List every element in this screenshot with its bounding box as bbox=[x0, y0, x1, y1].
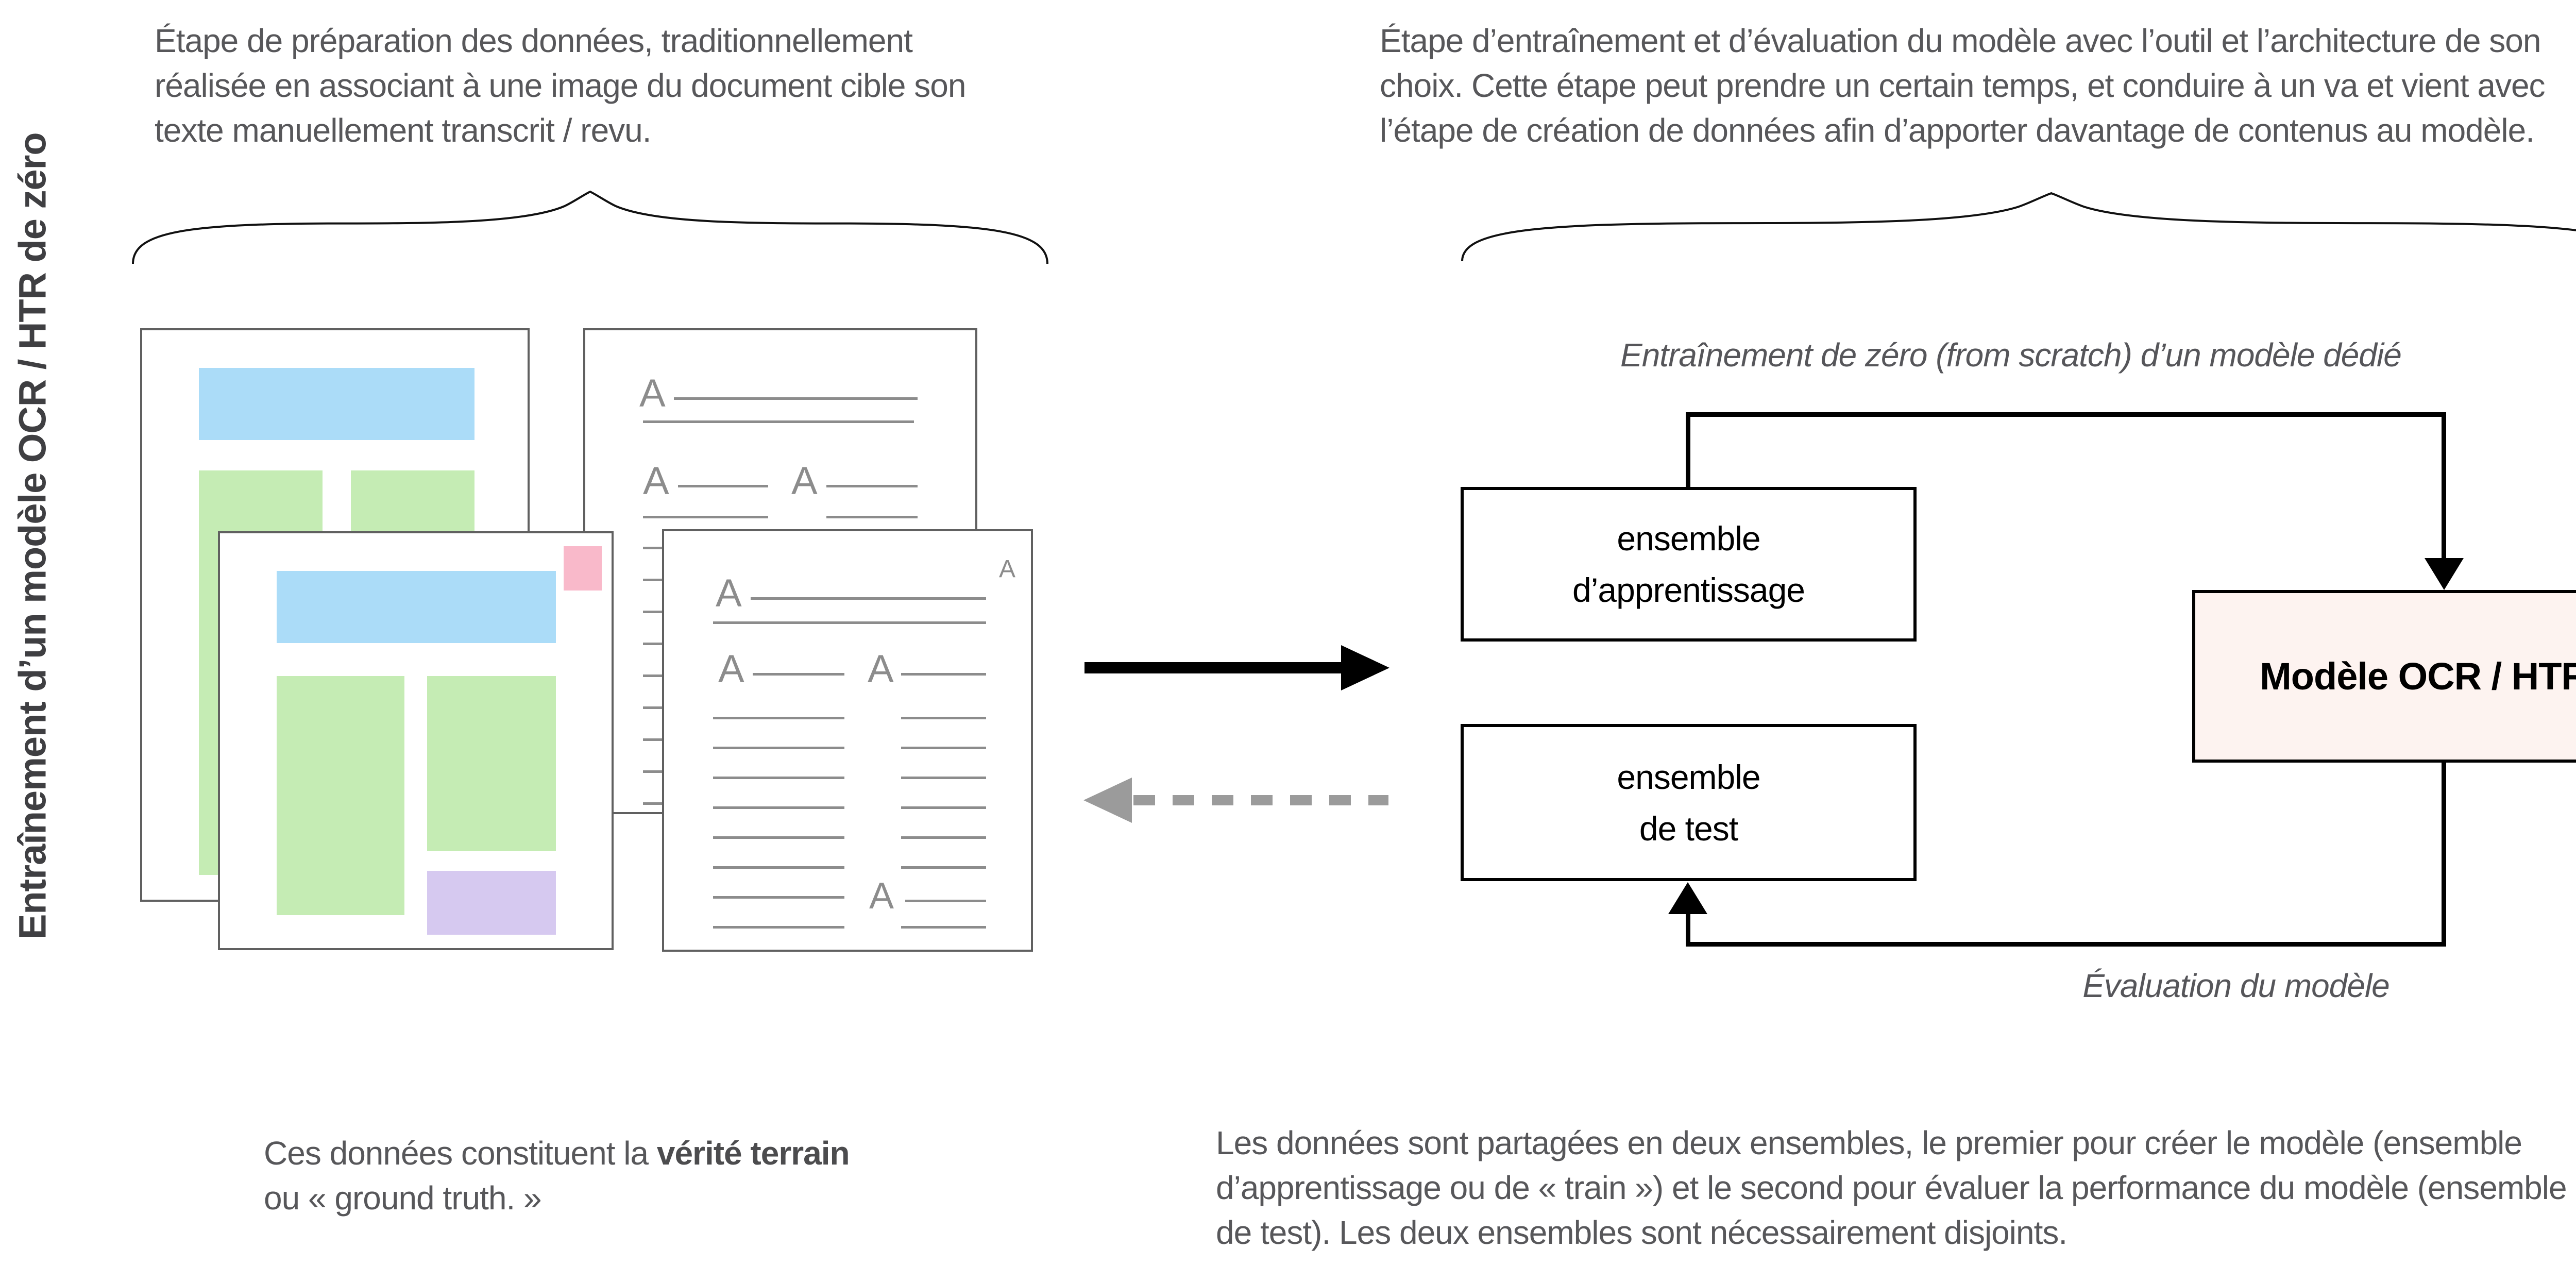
arrow-data-to-sets-head bbox=[1341, 645, 1389, 690]
connector-train-arrowhead bbox=[2425, 558, 2464, 590]
annotation-data-prep-line1: Étape de préparation des données, tradit… bbox=[155, 22, 913, 59]
text-line bbox=[901, 836, 986, 839]
caption-ground-truth: Ces données constituent la vérité terrai… bbox=[264, 1131, 850, 1221]
caption-ground-truth-line2: ou « ground truth. » bbox=[264, 1179, 542, 1217]
text-line bbox=[901, 866, 986, 869]
mock-image-column-block bbox=[277, 676, 404, 915]
test-set-line1: ensemble bbox=[1617, 757, 1760, 796]
text-line bbox=[901, 747, 986, 749]
caption-split-line1: Les données sont partagées en deux ensem… bbox=[1216, 1124, 2522, 1161]
text-line bbox=[826, 485, 918, 487]
mock-letter: A bbox=[869, 875, 894, 917]
annotation-training-line3: l’étape de création de données afin d’ap… bbox=[1380, 112, 2535, 149]
annotation-data-prep-line3: texte manuellement transcrit / revu. bbox=[155, 112, 652, 149]
training-set-box: ensemble d’apprentissage bbox=[1461, 487, 1917, 642]
mock-letter: A bbox=[999, 555, 1016, 583]
mock-image-footer-block bbox=[427, 871, 556, 935]
mock-image-column-block bbox=[427, 676, 556, 851]
mock-letter: A bbox=[791, 459, 818, 503]
text-line bbox=[901, 806, 986, 809]
caption-ground-truth-line1: Ces données constituent la vérité terrai… bbox=[264, 1131, 850, 1176]
mock-letter: A bbox=[643, 459, 669, 503]
train-loop-label: Entraînement de zéro (from scratch) d’un… bbox=[1620, 336, 2402, 374]
text-line bbox=[826, 516, 918, 518]
caption-split-line3: de test). Les deux ensembles sont nécess… bbox=[1216, 1214, 2067, 1251]
text-line bbox=[713, 717, 844, 719]
mock-letter: A bbox=[639, 372, 666, 415]
arrow-feedback-head bbox=[1083, 778, 1132, 823]
arrow-data-to-sets-shaft bbox=[1084, 662, 1342, 673]
mock-image-header-block bbox=[199, 368, 474, 440]
doc-image-page-front bbox=[218, 531, 614, 950]
text-line bbox=[901, 673, 986, 676]
annotation-training-line2: choix. Cette étape peut prendre un certa… bbox=[1380, 67, 2546, 104]
text-line bbox=[713, 747, 844, 749]
text-line bbox=[751, 597, 986, 600]
text-line bbox=[905, 900, 986, 902]
text-line bbox=[713, 836, 844, 839]
training-set-line2: d’apprentissage bbox=[1572, 571, 1805, 609]
mock-image-stamp-block bbox=[564, 546, 602, 591]
text-line bbox=[713, 777, 844, 779]
text-line bbox=[713, 621, 986, 624]
caption-ground-truth-text: Ces données constituent la bbox=[264, 1135, 657, 1172]
annotation-training-line1: Étape d’entraînement et d’évaluation du … bbox=[1380, 22, 2541, 59]
connector-eval-up bbox=[1686, 912, 1690, 944]
training-set-line1: ensemble bbox=[1617, 519, 1760, 558]
annotation-data-prep: Étape de préparation des données, tradit… bbox=[155, 19, 966, 153]
test-set-line2: de test bbox=[1639, 809, 1738, 848]
test-set-box: ensemble de test bbox=[1461, 724, 1917, 881]
arrow-feedback-dashed-shaft bbox=[1133, 795, 1388, 805]
brace-middle bbox=[1462, 193, 2576, 261]
mock-letter: A bbox=[718, 647, 744, 691]
doc-text-page-front: A A A A A bbox=[662, 529, 1033, 952]
connector-eval-down bbox=[2442, 763, 2446, 947]
connector-eval-across bbox=[1686, 942, 2446, 947]
text-line bbox=[901, 926, 986, 929]
connector-eval-arrowhead bbox=[1668, 882, 1707, 914]
model-box: Modèle OCR / HTR bbox=[2192, 590, 2576, 763]
text-line bbox=[713, 806, 844, 809]
annotation-training: Étape d’entraînement et d’évaluation du … bbox=[1380, 19, 2546, 153]
caption-ground-truth-bold: vérité terrain bbox=[656, 1135, 850, 1172]
mock-image-header-block bbox=[277, 571, 556, 643]
annotation-data-prep-line2: réalisée en associant à une image du doc… bbox=[155, 67, 966, 104]
text-line bbox=[678, 485, 768, 487]
text-line bbox=[713, 866, 844, 869]
text-line bbox=[901, 717, 986, 719]
text-line bbox=[713, 896, 844, 899]
connector-train-down bbox=[2442, 412, 2446, 561]
caption-split-line2: d’apprentissage ou de « train ») et le s… bbox=[1216, 1169, 2567, 1206]
brace-left bbox=[133, 192, 1047, 264]
text-line bbox=[713, 926, 844, 929]
diagram-vertical-title: Entraînement d’un modèle OCR / HTR de zé… bbox=[11, 132, 54, 939]
caption-split: Les données sont partagées en deux ensem… bbox=[1216, 1121, 2567, 1255]
mock-letter: A bbox=[868, 647, 894, 691]
model-box-label: Modèle OCR / HTR bbox=[2260, 654, 2576, 698]
connector-train-up bbox=[1686, 412, 1690, 490]
text-line bbox=[674, 397, 918, 400]
connector-train-across bbox=[1686, 412, 2446, 417]
eval-loop-label: Évaluation du modèle bbox=[2082, 967, 2390, 1004]
text-line bbox=[643, 420, 914, 423]
text-line bbox=[753, 673, 844, 676]
mock-letter: A bbox=[716, 571, 742, 615]
text-line bbox=[643, 516, 768, 518]
text-line bbox=[901, 777, 986, 779]
